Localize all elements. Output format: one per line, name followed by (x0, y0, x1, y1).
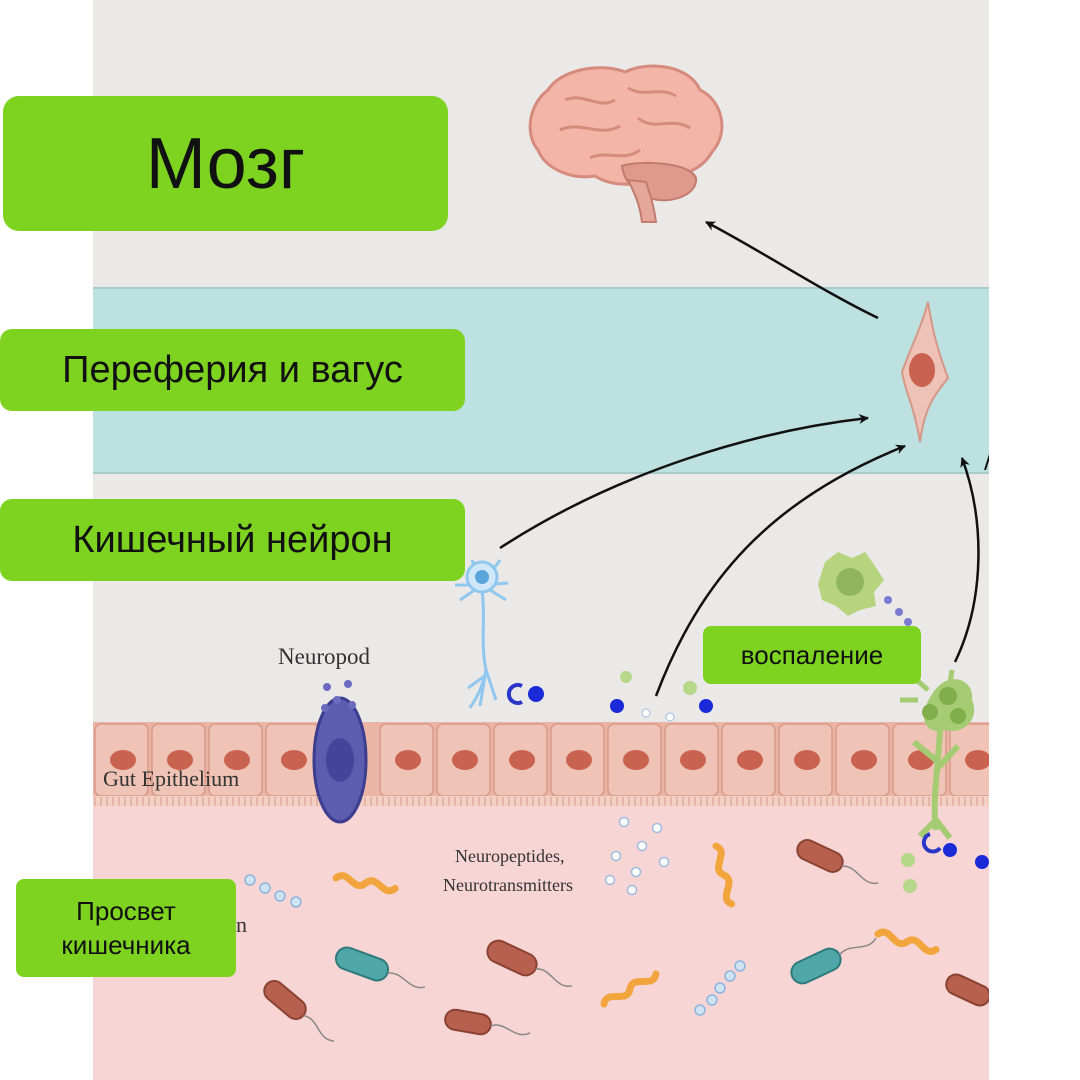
rod-bacterium (263, 980, 335, 1042)
spiral-bacterium (600, 970, 660, 1008)
signal-particles (610, 671, 989, 893)
bacteria-chain (706, 994, 718, 1006)
rod-bacterium (945, 973, 989, 1018)
signal-molecule (630, 866, 642, 878)
cell-nucleus (224, 750, 250, 770)
spiral-bacterium (332, 872, 399, 895)
enteric-neuron-label-text: Кишечный нейрон (72, 518, 393, 561)
neuropod-cell-icon (312, 680, 368, 824)
cell-nucleus (509, 750, 535, 770)
cell-nucleus (680, 750, 706, 770)
periphery-vagus-label-text: Переферия и вагус (62, 348, 403, 391)
bacteria-chain (290, 896, 302, 908)
bacteria-chain (274, 890, 286, 902)
signal-arrows (499, 220, 989, 697)
bacteria-chain (244, 874, 256, 886)
brain-label: Мозг (3, 96, 448, 231)
spiral-bacterium (712, 842, 736, 908)
gut-epithelium-label: Gut Epithelium (103, 766, 239, 791)
neurotransmitters-label: Neurotransmitters (443, 875, 573, 895)
signal-molecule (604, 874, 616, 886)
cell-nucleus (623, 750, 649, 770)
rod-bacterium (486, 939, 572, 987)
cell-nucleus (794, 750, 820, 770)
immune-cell-icon (900, 669, 975, 840)
immune-cell-icon (818, 552, 912, 626)
brain-icon (528, 64, 724, 223)
rod-bacterium (444, 1008, 531, 1036)
bacteria-chain (259, 882, 271, 894)
cell-nucleus (395, 750, 421, 770)
spiral-bacterium (874, 928, 940, 955)
cell-nucleus (965, 750, 989, 770)
receptor-icon (506, 683, 544, 705)
inflammation-label-text: воспаление (740, 639, 884, 670)
vagal-neuron-icon (900, 301, 950, 443)
brain-label-text: Мозг (145, 123, 306, 204)
periphery-vagus-label: Переферия и вагус (0, 329, 465, 411)
bacteria-chain (734, 960, 746, 972)
cell-nucleus (110, 750, 136, 770)
lumen-text-fragment: n (236, 912, 247, 937)
bacteria-chain (724, 970, 736, 982)
signal-molecule (651, 822, 663, 834)
intestinal-lumen-label: Просвет кишечника (16, 879, 236, 977)
signal-molecule (626, 884, 638, 896)
neuropod-label: Neuropod (278, 644, 370, 669)
rod-bacterium (334, 946, 426, 989)
bacteria-icon (263, 839, 989, 1042)
neuropeptide-particles (244, 816, 746, 1016)
signal-molecule (610, 850, 622, 862)
bacteria-chain (694, 1004, 706, 1016)
lumen-band (93, 803, 989, 1080)
signal-molecule (658, 856, 670, 868)
signal-molecule (618, 816, 630, 828)
lumen-label-line2: кишечника (61, 930, 191, 960)
cell-nucleus (167, 750, 193, 770)
enteric-neuron-label: Кишечный нейрон (0, 499, 465, 581)
rod-bacterium (796, 839, 879, 884)
enteric-neuron-icon (455, 559, 509, 709)
cell-nucleus (452, 750, 478, 770)
inflammation-label: воспаление (703, 626, 921, 684)
rod-bacterium (790, 937, 877, 985)
cell-nucleus (851, 750, 877, 770)
gut-epithelium (93, 722, 989, 806)
lumen-label-line1: Просвет (76, 896, 176, 926)
neuropeptides-label: Neuropeptides, (455, 846, 564, 866)
bacteria-chain (714, 982, 726, 994)
cell-nucleus (566, 750, 592, 770)
cell-nucleus (281, 750, 307, 770)
cell-nucleus (737, 750, 763, 770)
signal-molecule (636, 840, 648, 852)
